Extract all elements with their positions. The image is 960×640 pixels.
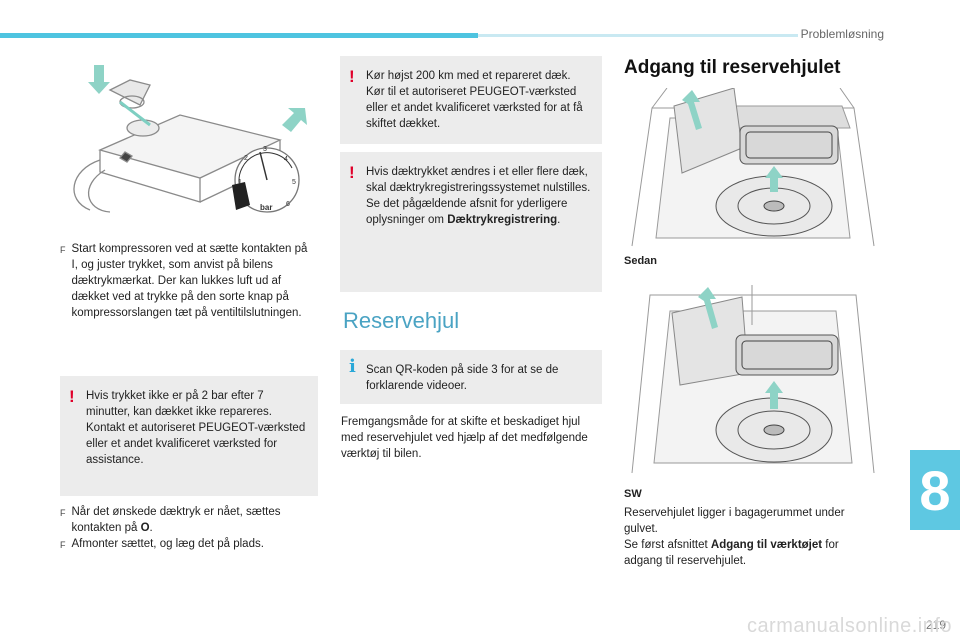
svg-text:3: 3 <box>263 146 267 153</box>
svg-text:2: 2 <box>244 155 248 162</box>
caption-sw: SW <box>624 488 642 500</box>
header-accent-bar <box>0 33 478 38</box>
pressure-gauge-icon: 1 2 3 4 5 6 bar <box>232 146 300 213</box>
checkbox-bullet-icon: F <box>60 245 66 255</box>
left-bullet-2: F Når det ønskede dæktryk er nået, sætte… <box>60 504 315 553</box>
svg-text:bar: bar <box>260 203 272 212</box>
checkbox-bullet-icon: F <box>60 540 66 550</box>
arrow-up-icon <box>765 381 783 409</box>
section-title: Problemløsning <box>800 27 884 41</box>
svg-text:1: 1 <box>238 179 242 186</box>
info-icon: i <box>349 356 356 377</box>
watermark: carmanualsonline.info <box>746 615 952 637</box>
access-paragraph: Reservehjulet ligger i bagagerummet unde… <box>624 507 845 567</box>
caption-sedan: Sedan <box>624 255 658 267</box>
access-heading: Adgang til reservehjulet <box>624 57 841 78</box>
svg-text:4: 4 <box>284 156 288 163</box>
warning-icon: ! <box>69 387 75 406</box>
warning-icon: ! <box>349 163 355 182</box>
warning-box-pressure: ! Hvis trykket ikke er på 2 bar efter 7 … <box>60 376 318 496</box>
arrow-down-icon <box>282 108 307 132</box>
warning-box-tpms: ! Hvis dæktrykket ændres i et eller fler… <box>340 152 602 292</box>
spare-wheel-icon <box>715 397 833 463</box>
reservehjul-paragraph: Fremgangsmåde for at skifte et beskadige… <box>341 416 588 460</box>
arrow-up-icon <box>682 90 702 130</box>
page-number: 219 <box>925 618 946 632</box>
svg-text:5: 5 <box>292 179 296 186</box>
svg-text:6: 6 <box>286 201 290 208</box>
arrow-up-icon <box>698 287 718 329</box>
reservehjul-heading: Reservehjul <box>343 308 460 333</box>
compressor-illustration: 1 2 3 4 5 6 bar <box>73 65 307 213</box>
header-accent-bar-light <box>478 34 798 37</box>
arrow-down-icon <box>88 65 110 94</box>
checkbox-bullet-icon: F <box>60 508 66 518</box>
chapter-tab: 8 <box>910 450 960 530</box>
warning-icon: ! <box>349 67 355 86</box>
arrow-up-icon <box>765 166 783 192</box>
trunk-illustration-sedan <box>631 88 875 247</box>
info-box-qr: i Scan QR-koden på side 3 for at se de f… <box>340 350 602 404</box>
warning-box-repaired-tyre: ! Kør højst 200 km med et repareret dæk.… <box>340 56 602 144</box>
trunk-illustration-sw <box>631 285 875 474</box>
